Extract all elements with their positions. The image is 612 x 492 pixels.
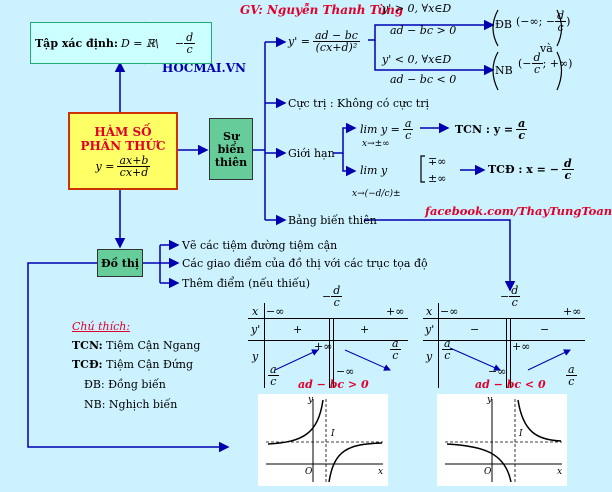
table-label: Bảng biến thiên <box>288 214 377 227</box>
domain-expr: D = ℝ\ <box>120 36 159 50</box>
variation-line-3: thiên <box>214 155 248 169</box>
author-label: GV: Nguyễn Thanh Tùng <box>240 3 404 17</box>
graph-step-2: Các giao điểm của đồ thị với các trục tọ… <box>182 257 428 270</box>
note-item: TCĐ: Tiệm Cận Đứng <box>72 358 194 371</box>
note-item: NB: Nghịch biến <box>84 398 178 411</box>
limit-2-v1: ∓∞ <box>428 155 447 168</box>
case-neg-cond: ad − bc < 0 <box>390 73 457 86</box>
limit-label: Giới hạn <box>288 147 335 160</box>
graph-step-3: Thêm điểm (nếu thiếu) <box>182 277 311 290</box>
graph-plot-1: y x O I <box>258 394 388 486</box>
derivative-formula: y' = ad − bc(cx+d)² <box>288 29 360 54</box>
main-title-1: HÀM SỐ <box>94 124 152 139</box>
limit-2: lim y <box>360 164 388 177</box>
case-pos-top: y' > 0, ∀x∈D <box>382 2 452 15</box>
domain-sign: − <box>174 36 185 50</box>
note-item: ĐB: Đồng biến <box>84 378 166 391</box>
main-title-2: PHÂN THỨC <box>80 138 166 153</box>
table-2-caption: ad − bc < 0 <box>475 378 546 391</box>
case-neg-tag: NB <box>495 64 513 77</box>
note-item: TCN: Tiệm Cận Ngang <box>72 339 201 352</box>
graph-box: Đồ thị <box>97 249 143 277</box>
graph-step-1: Vẽ các tiệm đường tiệm cận <box>182 239 338 252</box>
case-neg-top: y' < 0, ∀x∈D <box>382 53 452 66</box>
case-pos-cond: ad − bc > 0 <box>390 24 457 37</box>
table-1-caption: ad − bc > 0 <box>298 378 369 391</box>
case-pos-tag: ĐB <box>495 18 512 31</box>
graph-plot-2: y x O I <box>437 394 567 486</box>
facebook-link[interactable]: facebook.com/ThayTungToan <box>425 204 612 218</box>
website-label: HOCMAI.VN <box>162 61 247 75</box>
domain-label: Tập xác định: <box>35 36 118 50</box>
limit-2-sub: x→(−d/c)± <box>352 189 401 199</box>
variation-line-2: biến <box>217 142 245 156</box>
extrema-text: Cực trị : Không có cực trị <box>288 97 429 110</box>
variation-trunk <box>253 42 266 220</box>
case-and: và <box>540 42 553 55</box>
notes-title: Chú thích: <box>72 320 131 333</box>
limit-1-sub: x→±∞ <box>362 139 390 149</box>
variation-line-1: Sự <box>223 129 239 143</box>
variation-box: Sự biến thiên <box>209 118 253 180</box>
limit-2-v2: ±∞ <box>428 172 447 185</box>
